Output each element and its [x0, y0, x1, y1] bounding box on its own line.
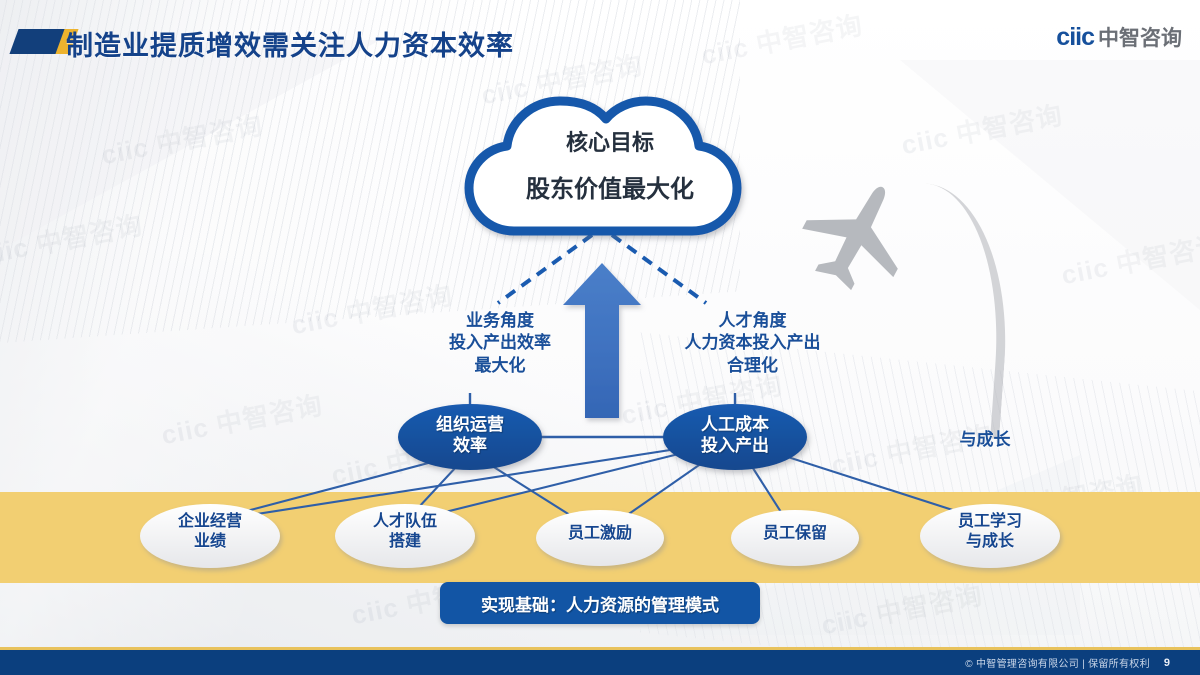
brand-chinese-text: 中智咨询 — [1098, 27, 1182, 50]
page-title: 制造业提质增效需关注人力资本效率 — [66, 31, 514, 61]
airplane-graphic — [800, 175, 1017, 440]
driver-node-org-efficiency[interactable] — [398, 404, 542, 470]
foundation-bar-label: 实现基础：人力资源的管理模式 — [481, 595, 719, 615]
brand-latin-text: ciic — [1056, 23, 1095, 51]
background-facet-right — [900, 60, 1200, 310]
brand-logo: ciic 中智咨询 — [1056, 22, 1182, 52]
slide-footer: © 中智管理咨询有限公司 | 保留所有权利 9 — [0, 647, 1200, 675]
outcome-node-employee-learning[interactable] — [920, 504, 1060, 568]
dashed-connectors — [496, 233, 708, 305]
outcome-node-business-performance[interactable] — [140, 504, 280, 568]
airplane-icon — [802, 186, 898, 291]
stray-note-label: 与成长 — [959, 430, 1011, 449]
footer-copyright: © 中智管理咨询有限公司 | 保留所有权利 — [965, 659, 1150, 670]
core-goal-cloud — [464, 96, 742, 236]
foundation-bar[interactable]: 实现基础：人力资源的管理模式 — [440, 582, 760, 624]
growth-arrow — [563, 263, 641, 418]
driver-node-labor-cost[interactable] — [663, 404, 807, 470]
outcome-node-employee-retention[interactable] — [731, 510, 859, 566]
outcome-node-employee-incentive[interactable] — [536, 510, 664, 566]
slide-header: 制造业提质增效需关注人力资本效率 ciic 中智咨询 — [0, 0, 1200, 78]
outcome-node-talent-building[interactable] — [335, 504, 475, 568]
footer-page-number: 9 — [1163, 656, 1170, 669]
